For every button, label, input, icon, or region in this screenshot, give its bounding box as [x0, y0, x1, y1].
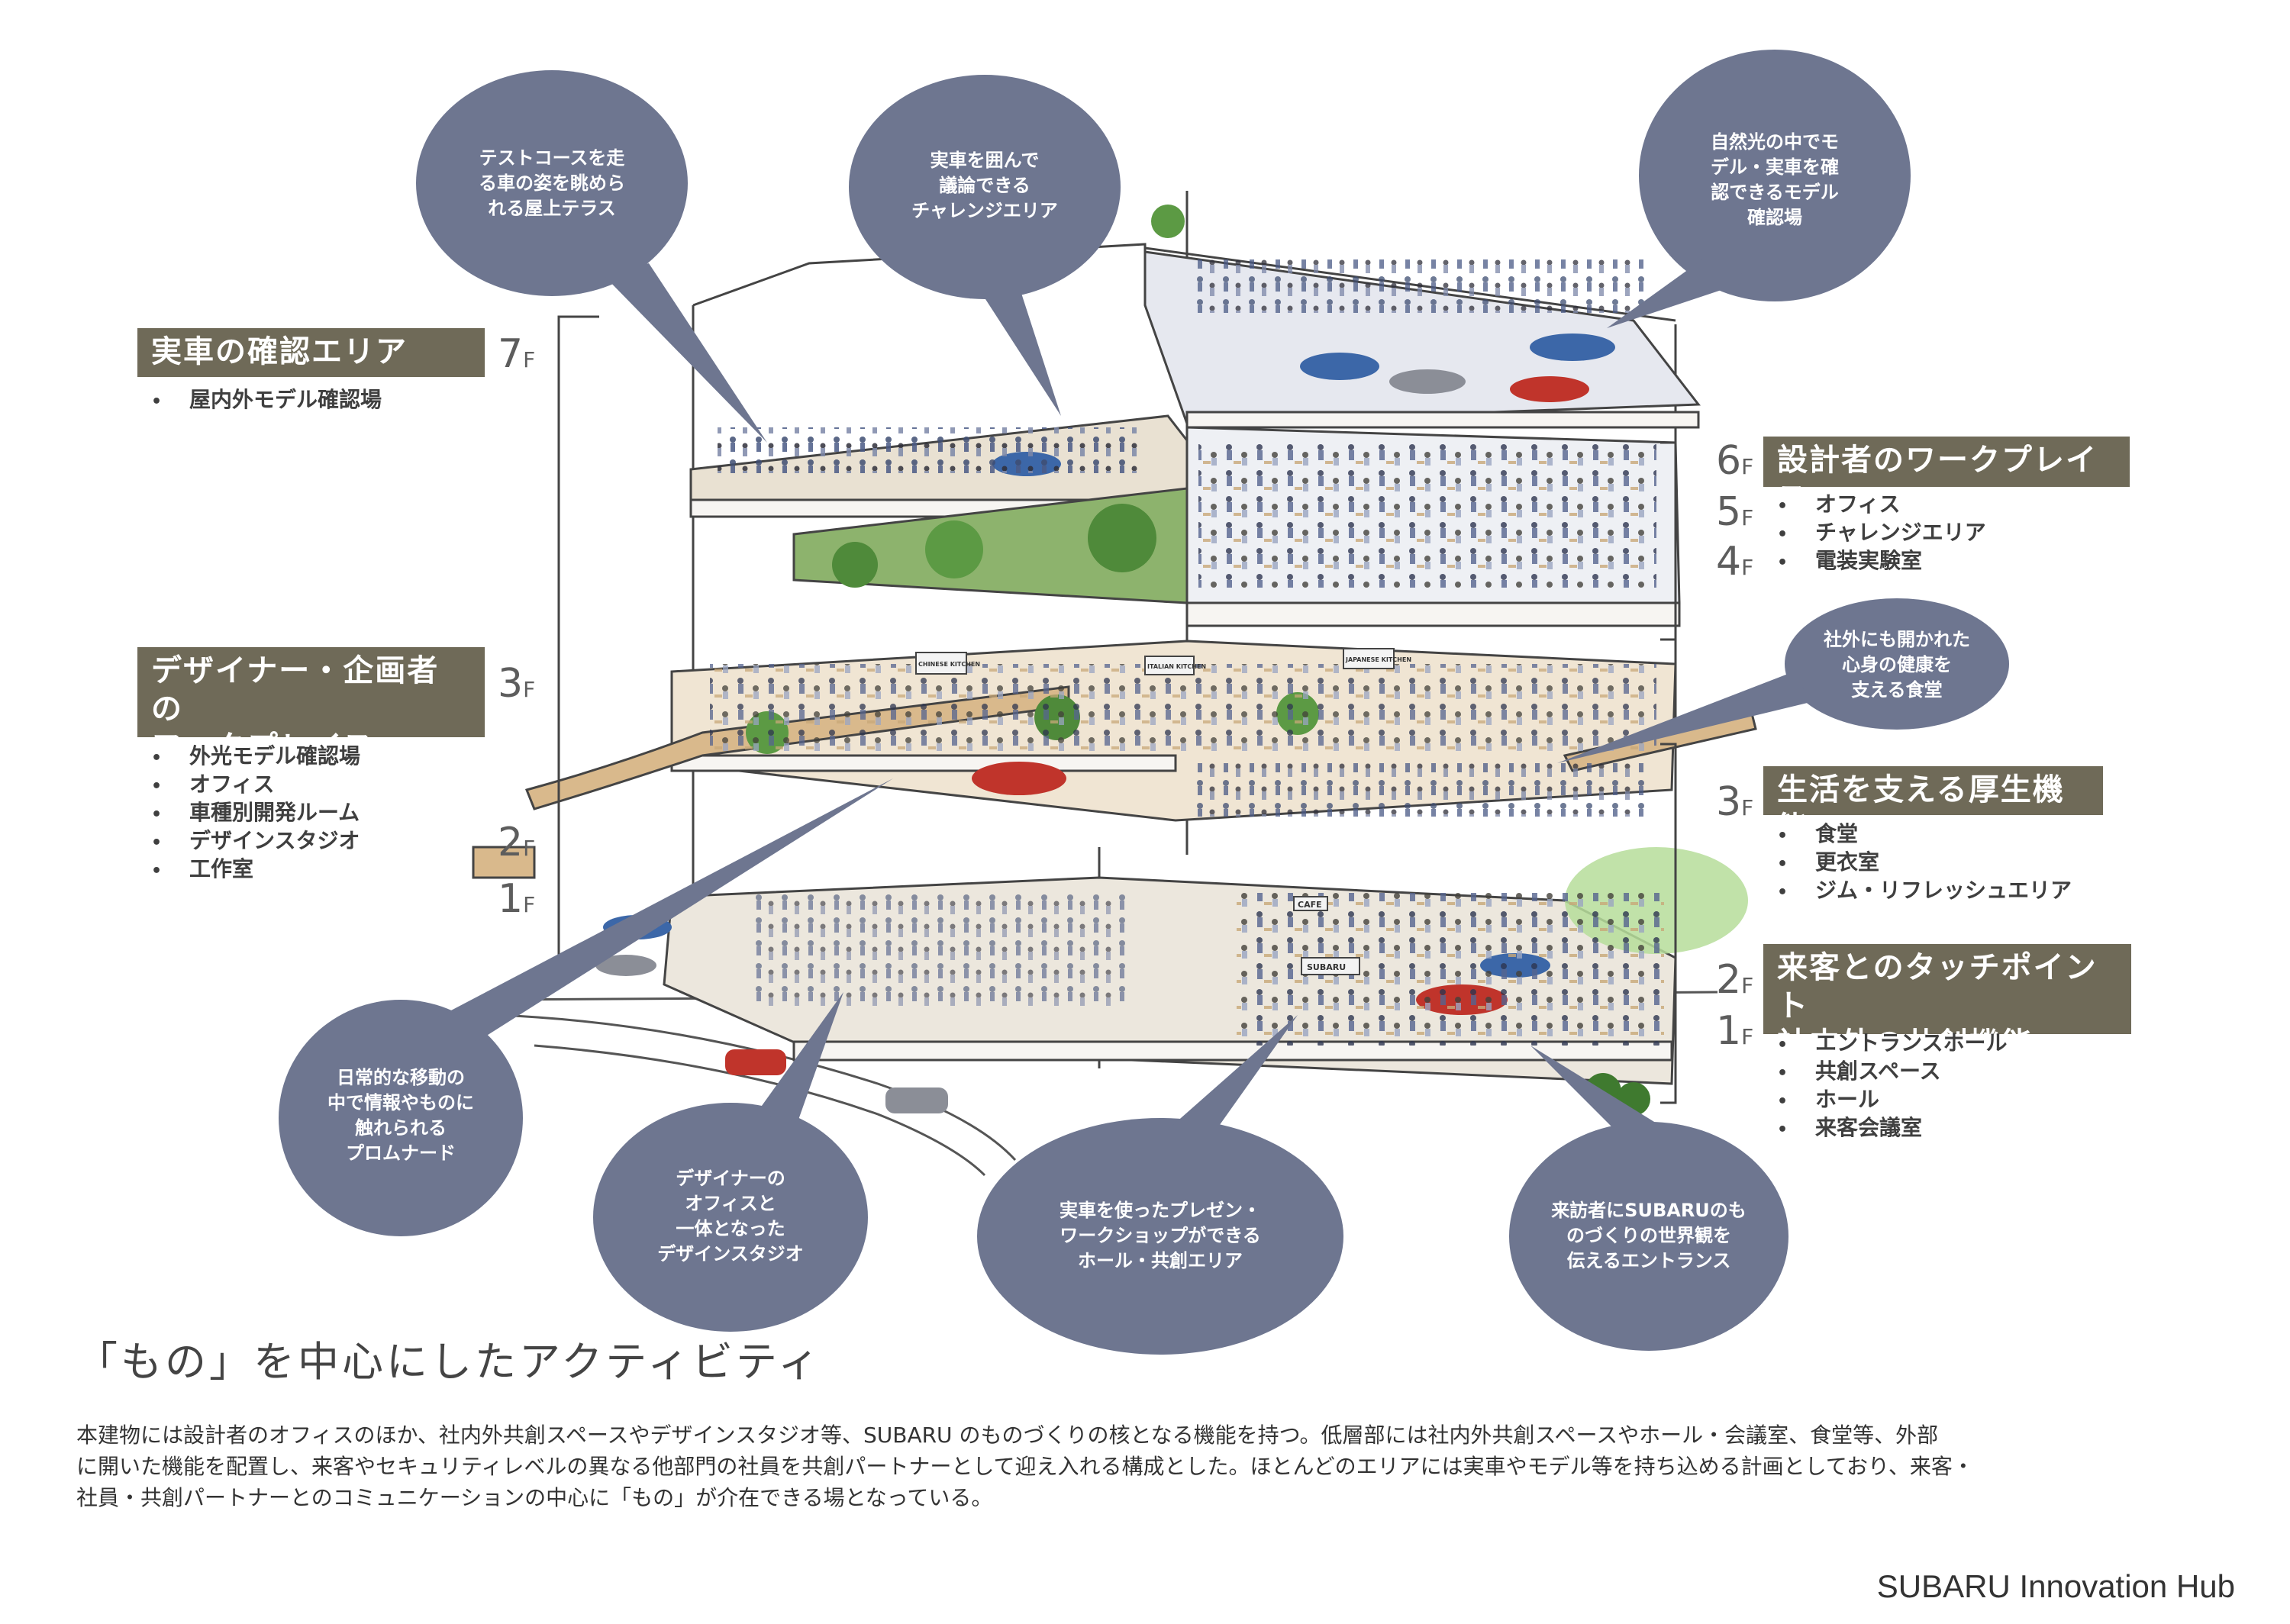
- speech-bubbles: [279, 50, 2009, 1355]
- project-name: SUBARU Innovation Hub: [1876, 1568, 2235, 1604]
- floor-label-3f-right: 3F: [1716, 779, 1754, 825]
- floor-label-2f-left: 2F: [498, 820, 536, 865]
- floor-label-4f: 4F: [1716, 539, 1754, 585]
- japanese-kitchen-sign: JAPANESE KITCHEN: [1345, 656, 1411, 663]
- page-title: 「もの」を中心にしたアクティビティ: [76, 1338, 822, 1386]
- bubble-challenge-area: [849, 75, 1121, 416]
- list-item: ジム・リフレッシュエリア: [1763, 876, 2072, 904]
- subaru-sign: SUBARU: [1307, 962, 1346, 972]
- section-items-welfare: 食堂 更衣室 ジム・リフレッシュエリア: [1763, 820, 2072, 904]
- section-title-line: 実車の確認エリア: [151, 334, 408, 369]
- bubble-cafeteria: [1557, 598, 2009, 763]
- list-item: 更衣室: [1763, 848, 2072, 876]
- section-title-line: デザイナー・企画者の: [151, 653, 440, 727]
- list-item: 工作室: [137, 855, 360, 883]
- illustration-signs: SUBARU CAFE CHINESE KITCHEN ITALIAN KITC…: [915, 648, 1411, 975]
- garden-slope: [792, 487, 1189, 604]
- list-item: デザインスタジオ: [137, 826, 360, 855]
- section-title-engineer-workplace: 設計者のワークプレイス: [1763, 437, 2130, 516]
- floor-label-7f: 7F: [498, 331, 536, 377]
- list-item: チャレンジエリア: [1763, 518, 1986, 546]
- bubble-text-cafeteria: 社外にも開かれた心身の健康を支える食堂: [1824, 629, 1970, 701]
- list-item: 外光モデル確認場: [137, 742, 360, 770]
- floor-label-6f: 6F: [1716, 438, 1754, 484]
- description-text: 本建物には設計者のオフィスのほか、社内外共創スペースやデザインスタジオ等、SUB…: [76, 1419, 2244, 1513]
- list-item: 屋内外モデル確認場: [137, 385, 382, 414]
- section-title-visitor-touchpoint: 来客とのタッチポイント 社内外の共創機能: [1763, 944, 2131, 1062]
- bubble-text-hall-cocreation: 実車を使ったプレゼン・ワークショップができるホール・共創エリア: [1060, 1200, 1261, 1271]
- bubble-design-studio: [593, 992, 868, 1332]
- list-item: オフィス: [1763, 490, 1986, 518]
- description-line: に開いた機能を配置し、来客やセキュリティレベルの異なる他部門の社員を共創パートナ…: [76, 1454, 1974, 1479]
- list-item: オフィス: [137, 770, 360, 798]
- description-line: 社員・共創パートナーとのコミュニケーションの中心に「もの」が介在できる場となって…: [76, 1485, 993, 1510]
- floor-label-1f-left: 1F: [498, 876, 536, 922]
- list-item: 共創スペース: [1763, 1057, 2007, 1085]
- section-title-line: 来客とのタッチポイント: [1777, 950, 2098, 1023]
- bubble-text-challenge-area: 実車を囲んで議論できるチャレンジエリア: [911, 150, 1058, 221]
- floor-label-2f-right: 2F: [1716, 957, 1754, 1003]
- section-title-designer-workplace: デザイナー・企画者の ワークプレイス: [137, 647, 485, 765]
- floor-label-3f-left: 3F: [498, 661, 536, 707]
- floor-label-5f: 5F: [1716, 489, 1754, 535]
- list-item: 車種別開発ルーム: [137, 798, 360, 826]
- bubble-text-design-studio: デザイナーのオフィスと一体となったデザインスタジオ: [657, 1168, 804, 1265]
- list-item: ホール: [1763, 1085, 2007, 1113]
- section-title-line: 生活を支える厚生機能: [1777, 772, 2065, 846]
- cafe-sign: CAFE: [1298, 900, 1322, 910]
- section-items-engineer-workplace: オフィス チャレンジエリア 電装実験室: [1763, 490, 1986, 575]
- bubble-promenade: [279, 778, 893, 1236]
- list-item: 来客会議室: [1763, 1113, 2007, 1142]
- bubble-model-confirmation: [1607, 50, 1911, 328]
- chinese-kitchen-sign: CHINESE KITCHEN: [918, 661, 980, 668]
- bubble-text-model-confirmation: 自然光の中でモデル・実車を確認できるモデル確認場: [1711, 131, 1839, 228]
- list-item: 食堂: [1763, 820, 2072, 848]
- section-items-real-car-area: 屋内外モデル確認場: [137, 385, 382, 414]
- italian-kitchen-sign: ITALIAN KITCHEN: [1147, 663, 1206, 670]
- section-items-designer-workplace: 外光モデル確認場 オフィス 車種別開発ルーム デザインスタジオ 工作室: [137, 742, 360, 883]
- bubble-entrance: [1509, 1046, 1788, 1351]
- road-cars: [725, 1049, 948, 1113]
- bubble-hall-cocreation: [977, 1015, 1343, 1355]
- section-title-welfare: 生活を支える厚生機能: [1763, 766, 2103, 846]
- bubble-rooftop-terrace: [416, 70, 767, 443]
- description-line: 本建物には設計者のオフィスのほか、社内外共創スペースやデザインスタジオ等、SUB…: [76, 1423, 1939, 1448]
- bubble-text-entrance: 来訪者にSUBARUのものづくりの世界観を伝えるエントランス: [1551, 1200, 1747, 1271]
- bubble-text-promenade: 日常的な移動の中で情報やものに触れられるプロムナード: [327, 1067, 474, 1164]
- list-item: 電装実験室: [1763, 546, 1986, 575]
- section-title-real-car-area: 実車の確認エリア: [137, 328, 485, 377]
- list-item: エントランスホール: [1763, 1029, 2007, 1057]
- bubble-text-rooftop-terrace: テストコースを走る車の姿を眺められる屋上テラス: [479, 147, 625, 219]
- floor-label-1f-right: 1F: [1716, 1008, 1754, 1054]
- section-items-visitor-touchpoint: エントランスホール 共創スペース ホール 来客会議室: [1763, 1029, 2007, 1142]
